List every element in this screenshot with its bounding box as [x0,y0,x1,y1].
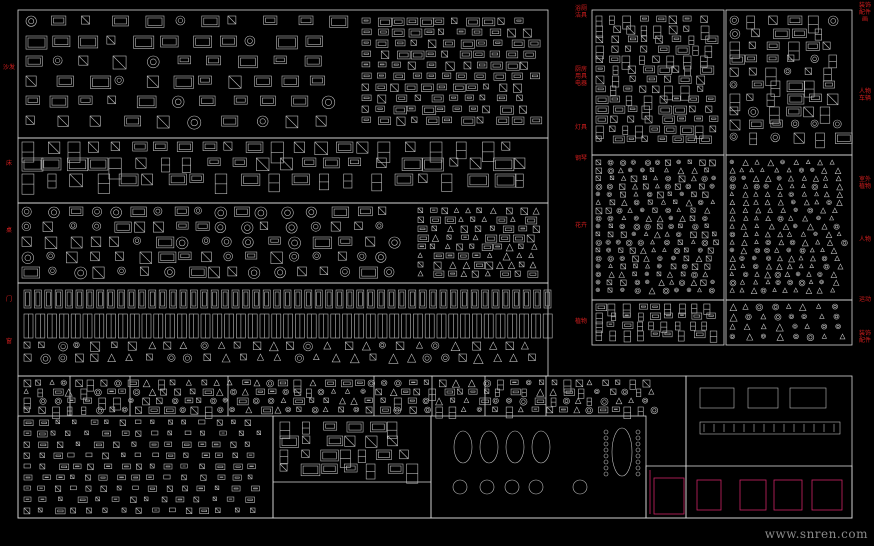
label-bed: 床 [5,160,12,167]
panel-frames [17,9,853,519]
label-outdoor-plants: 室外 植物 [858,176,871,190]
highlight-symbols [649,470,843,515]
label-piano: 钢琴 [574,155,587,162]
label-people: 人物 [858,236,871,243]
label-decor: 装饰 配件 画 [858,2,871,23]
label-sports: 运动 [858,296,871,303]
label-lamps: 灯具 [574,124,587,131]
label-people-vehicles: 人物 车辆 [858,88,871,102]
label-accessories: 装饰 配件 [858,330,871,344]
label-flowers: 花卉 [574,222,587,229]
label-kitchen: 厨房 用具 电器 [574,66,587,87]
label-window: 窗 [5,338,12,345]
label-sofa: 沙发 [2,64,15,71]
label-table: 桌 [5,227,12,234]
label-door: 门 [5,296,12,303]
label-plants: 植物 [574,318,587,325]
cad-symbols [21,15,853,515]
watermark: www.snren.com [764,527,868,541]
label-bathroom: 浴厕 洁具 [574,5,587,19]
